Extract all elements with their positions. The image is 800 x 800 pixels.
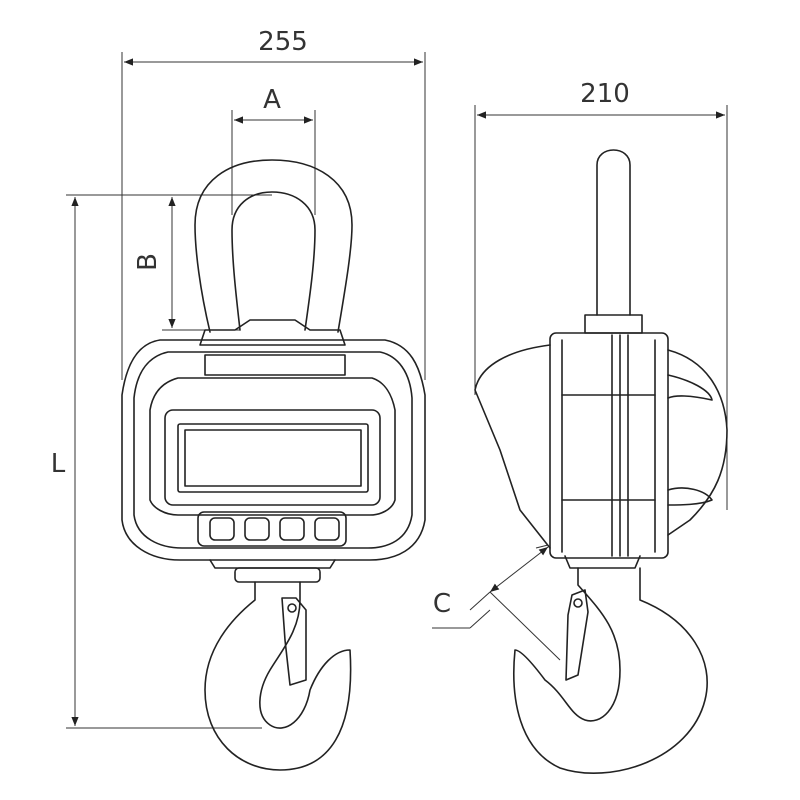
dimension-label-255: 255 <box>258 27 308 57</box>
button-3 <box>279 517 305 541</box>
button-2 <box>244 517 270 541</box>
dimension-c: C <box>432 544 561 661</box>
shackle-rod-side <box>584 149 643 334</box>
dimension-b: B <box>133 194 272 331</box>
dimension-label-a: A <box>263 85 281 115</box>
dimension-label-b: B <box>133 253 163 271</box>
button-4 <box>314 517 340 541</box>
dimension-label-c: C <box>433 589 451 619</box>
shackle <box>194 159 353 346</box>
side-view: 210 <box>432 79 728 775</box>
button-1 <box>209 517 235 541</box>
dimension-210: 210 <box>474 79 728 510</box>
dimension-a: A <box>231 85 316 215</box>
dimension-label-210: 210 <box>580 79 630 109</box>
dimension-l: L <box>51 194 262 729</box>
dimension-label-l: L <box>51 449 66 479</box>
front-view: 255 A B L <box>51 27 426 771</box>
side-hook <box>513 567 708 775</box>
dimension-255: 255 <box>121 27 426 380</box>
scale-body-side <box>474 332 728 569</box>
display-window <box>177 423 369 493</box>
scale-body <box>121 339 426 569</box>
front-hook <box>204 567 352 771</box>
